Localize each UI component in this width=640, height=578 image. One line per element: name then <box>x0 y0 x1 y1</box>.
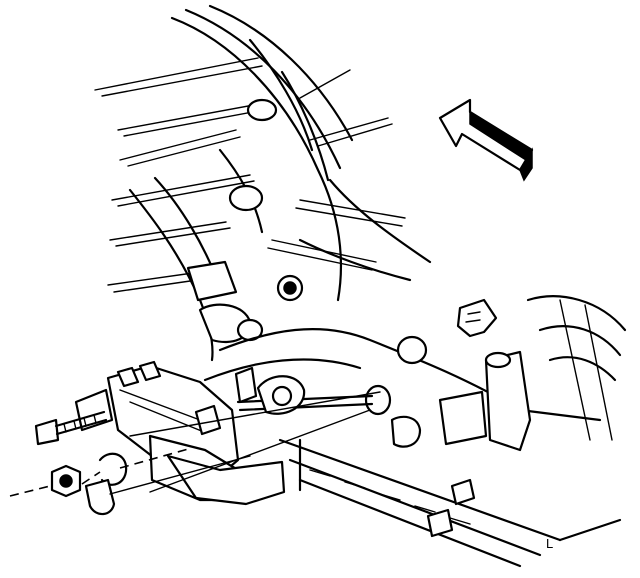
manual-shaft-assembly <box>234 335 428 448</box>
retaining-clip <box>84 478 116 516</box>
fasteners <box>9 391 381 516</box>
front-direction-arrow-icon <box>438 98 534 182</box>
bell-housing <box>94 4 432 362</box>
bolt-head <box>34 418 60 446</box>
corner-label: L <box>546 536 553 551</box>
transmission-case <box>203 295 627 568</box>
